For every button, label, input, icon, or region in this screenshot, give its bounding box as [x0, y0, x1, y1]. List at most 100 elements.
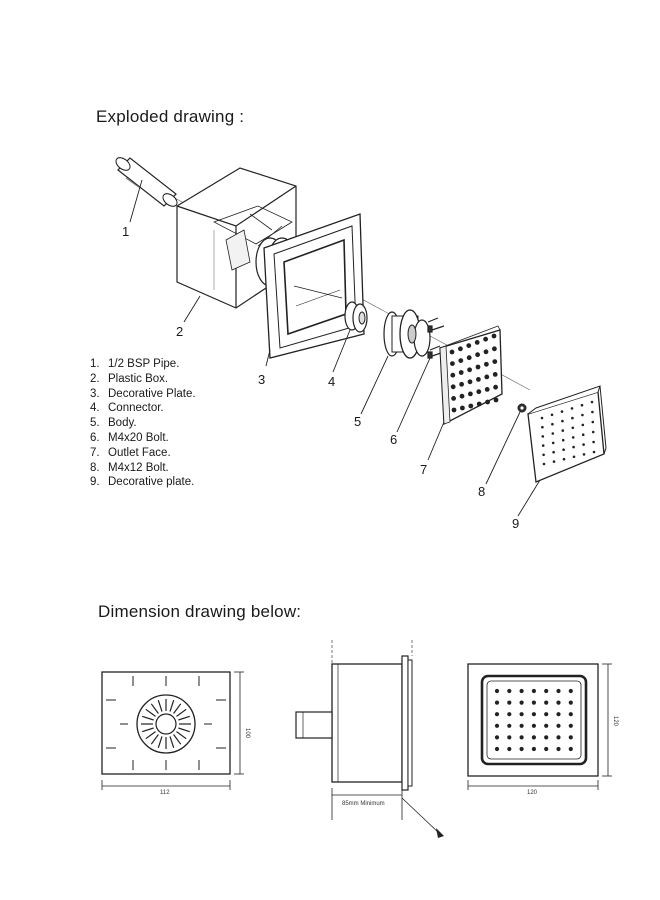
nozzle-hole [544, 712, 549, 717]
nozzle-hole [552, 460, 556, 463]
vent-slot [157, 700, 163, 712]
nozzle-hole [476, 401, 482, 407]
nozzle-hole [494, 712, 500, 717]
nozzle-hole [450, 361, 455, 366]
nozzle-hole [491, 333, 497, 339]
nozzle-hole [531, 688, 537, 694]
plate-height-dimension: 120 [612, 716, 618, 727]
parts-list-item: 9.Decorative plate. [90, 476, 195, 489]
nozzle-hole [570, 407, 574, 410]
parts-list: 1.1/2 BSP Pipe. 2.Plastic Box. 3.Decorat… [90, 357, 196, 490]
nozzle-hole [507, 700, 512, 705]
nozzle-hole [451, 396, 456, 401]
plate-nozzle-holes [494, 688, 573, 752]
nozzle-hole [492, 359, 498, 364]
nozzle-hole [541, 425, 544, 429]
vent-slot [178, 727, 190, 733]
nozzle-hole [592, 450, 596, 454]
nozzle-hole [580, 403, 584, 407]
nozzle-hole [582, 453, 586, 456]
nozzle-hole [591, 430, 595, 434]
side-view-drawing [295, 640, 444, 838]
nozzle-hole [581, 433, 585, 437]
nozzle-hole [475, 364, 481, 370]
nozzle-hole [561, 419, 564, 423]
parts-list-item: 3.Decorative Plate. [90, 387, 196, 400]
vent-slot [157, 736, 163, 748]
nozzle-hole [551, 441, 555, 445]
nozzle-hole [544, 688, 549, 694]
vent-slot [145, 731, 156, 740]
nozzle-hole [519, 735, 524, 740]
nozzle-hole [551, 422, 554, 426]
nozzle-hole [581, 423, 585, 427]
nozzle-hole [561, 438, 565, 442]
vent-slot [150, 734, 159, 745]
nozzle-hole [475, 352, 480, 358]
nozzle-hole [571, 436, 575, 439]
nozzle-hole [451, 407, 457, 413]
nozzle-hole [591, 410, 594, 414]
nozzle-hole [483, 336, 488, 342]
nozzle-hole [460, 405, 465, 411]
nozzle-hole [531, 700, 537, 705]
nozzle-hole [519, 700, 524, 705]
callout-6: 6 [390, 432, 397, 447]
nozzle-hole [494, 700, 500, 705]
nozzle-hole [494, 735, 500, 740]
callout-1: 1 [122, 224, 129, 239]
nozzle-hole [562, 448, 565, 452]
nozzle-hole [568, 700, 573, 705]
nozzle-hole [450, 372, 456, 378]
nozzle-hole [507, 723, 512, 728]
decorative-frame-part [255, 213, 365, 359]
nozzle-hole [541, 444, 545, 447]
vent-slot [169, 700, 175, 712]
m4x12-bolt-part [517, 403, 527, 413]
vent-slot [178, 715, 190, 721]
callout-2: 2 [176, 324, 183, 339]
nozzle-hole [492, 346, 497, 352]
body-part [383, 309, 441, 359]
nozzle-hole [531, 735, 537, 740]
nozzle-hole [467, 379, 473, 385]
callout-5: 5 [354, 414, 361, 429]
plate-view-drawing [467, 663, 612, 790]
nozzle-hole [449, 349, 455, 355]
vent-slot [142, 715, 154, 721]
nozzle-hole [519, 723, 524, 728]
nozzle-hole [459, 393, 465, 399]
nozzle-hole [572, 445, 575, 449]
parts-list-item: 1.1/2 BSP Pipe. [90, 358, 180, 370]
nozzle-hole [507, 712, 512, 717]
nozzle-hole [581, 413, 584, 417]
nozzle-hole [494, 688, 500, 694]
nozzle-hole [560, 410, 564, 413]
side-depth-dimension: 85mm Minimum [342, 801, 385, 807]
nozzle-hole [551, 432, 555, 435]
nozzle-hole [467, 367, 472, 373]
outlet-nozzle-holes [449, 333, 499, 413]
nozzle-hole [466, 343, 472, 348]
vent-slot [173, 703, 182, 714]
exploded-drawing-heading: Exploded drawing : [96, 107, 245, 126]
pipe-part [115, 157, 178, 207]
parts-list-item: 6.M4x20 Bolt. [90, 431, 169, 444]
nozzle-hole [474, 340, 480, 345]
nozzle-hole [468, 391, 473, 397]
nozzle-hole [519, 746, 524, 752]
callout-leaders [129, 179, 541, 517]
nozzle-hole [568, 712, 573, 717]
decorative-plate-part [527, 385, 607, 483]
nozzle-hole [466, 355, 472, 361]
parts-list-item: 5.Body. [90, 417, 137, 430]
nozzle-hole [507, 688, 512, 694]
nozzle-hole [541, 435, 545, 438]
parts-list-item: 7.Outlet Face. [90, 446, 171, 459]
nozzle-hole [476, 377, 481, 382]
nozzle-hole [556, 688, 561, 694]
front-width-dimension: 112 [160, 790, 170, 796]
nozzle-hole [550, 413, 554, 417]
vent-slot [169, 736, 175, 748]
